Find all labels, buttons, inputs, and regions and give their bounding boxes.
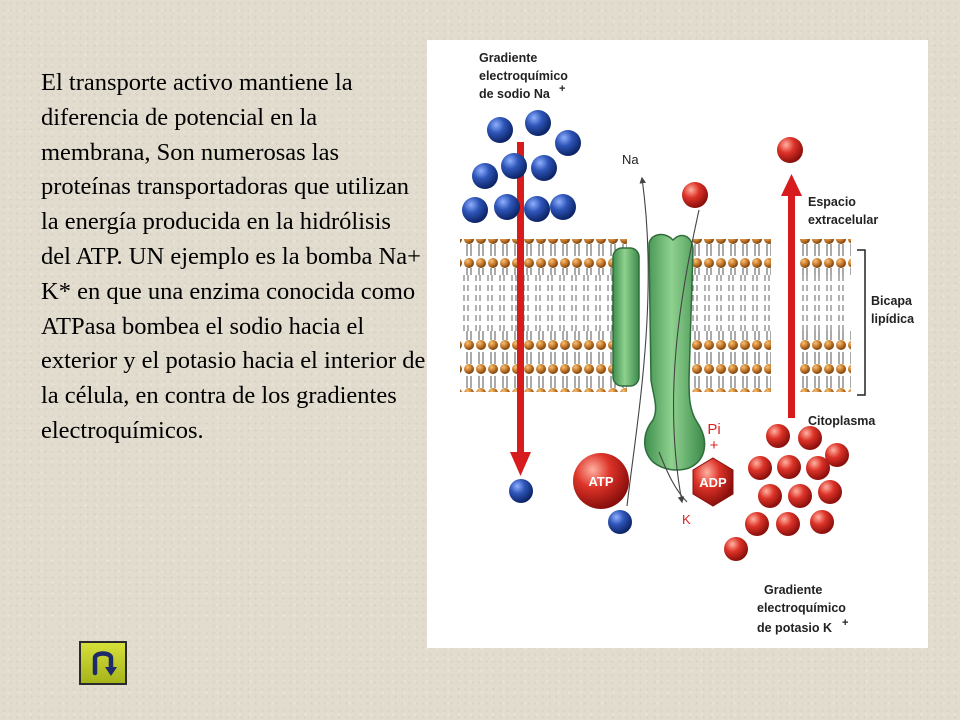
na-ion-label: Na <box>622 152 639 167</box>
svg-text:de sodio Na: de sodio Na <box>479 87 551 101</box>
diagram-svg: ATP ADP Pi + Na K Gradiente electroquími… <box>460 51 915 635</box>
body-text: El transporte activo mantiene la diferen… <box>41 69 426 444</box>
svg-text:Espacio: Espacio <box>808 195 856 209</box>
svg-text:de potasio K: de potasio K <box>757 621 832 635</box>
back-button[interactable] <box>79 641 127 685</box>
bilayer-bracket <box>857 249 866 396</box>
svg-text:+: + <box>842 617 848 629</box>
lipid-bilayer-upper <box>460 239 851 275</box>
svg-text:+: + <box>559 83 565 95</box>
sodium-gradient-arrow <box>510 142 531 476</box>
adp-molecule: ADP <box>692 457 734 507</box>
sodium-gradient-label: Gradiente electroquímico de sodio Na + <box>479 51 568 101</box>
svg-text:extracelular: extracelular <box>808 213 878 227</box>
ion-pathways <box>626 176 700 507</box>
svg-text:electroquímico: electroquímico <box>479 69 568 83</box>
lipid-bilayer-lower <box>460 331 851 392</box>
k-ion-label: K <box>682 512 691 527</box>
pump-protein <box>612 233 706 471</box>
svg-text:Gradiente: Gradiente <box>764 583 822 597</box>
potassium-gradient-label: Gradiente electroquímico de potasio K + <box>757 583 848 635</box>
atp-molecule: ATP <box>573 453 629 509</box>
svg-text:Bicapa: Bicapa <box>871 294 913 308</box>
svg-text:lipídica: lipídica <box>871 312 915 326</box>
atp-label: ATP <box>588 474 613 489</box>
u-turn-arrow-icon <box>92 651 117 676</box>
potassium-gradient-arrow <box>781 174 802 418</box>
svg-text:electroquímico: electroquímico <box>757 601 846 615</box>
sodium-ions <box>462 110 632 534</box>
adp-label: ADP <box>699 475 727 490</box>
potassium-ions <box>682 137 849 561</box>
extracellular-label: Espacio extracelular <box>808 195 878 227</box>
cytoplasm-label: Citoplasma <box>808 414 876 428</box>
pi-label: Pi <box>707 421 720 438</box>
svg-text:Gradiente: Gradiente <box>479 51 537 65</box>
bilayer-label: Bicapa lipídica <box>871 294 915 326</box>
membrane-diagram: ATP ADP Pi + Na K Gradiente electroquími… <box>427 40 928 648</box>
plus-label: + <box>710 437 719 454</box>
